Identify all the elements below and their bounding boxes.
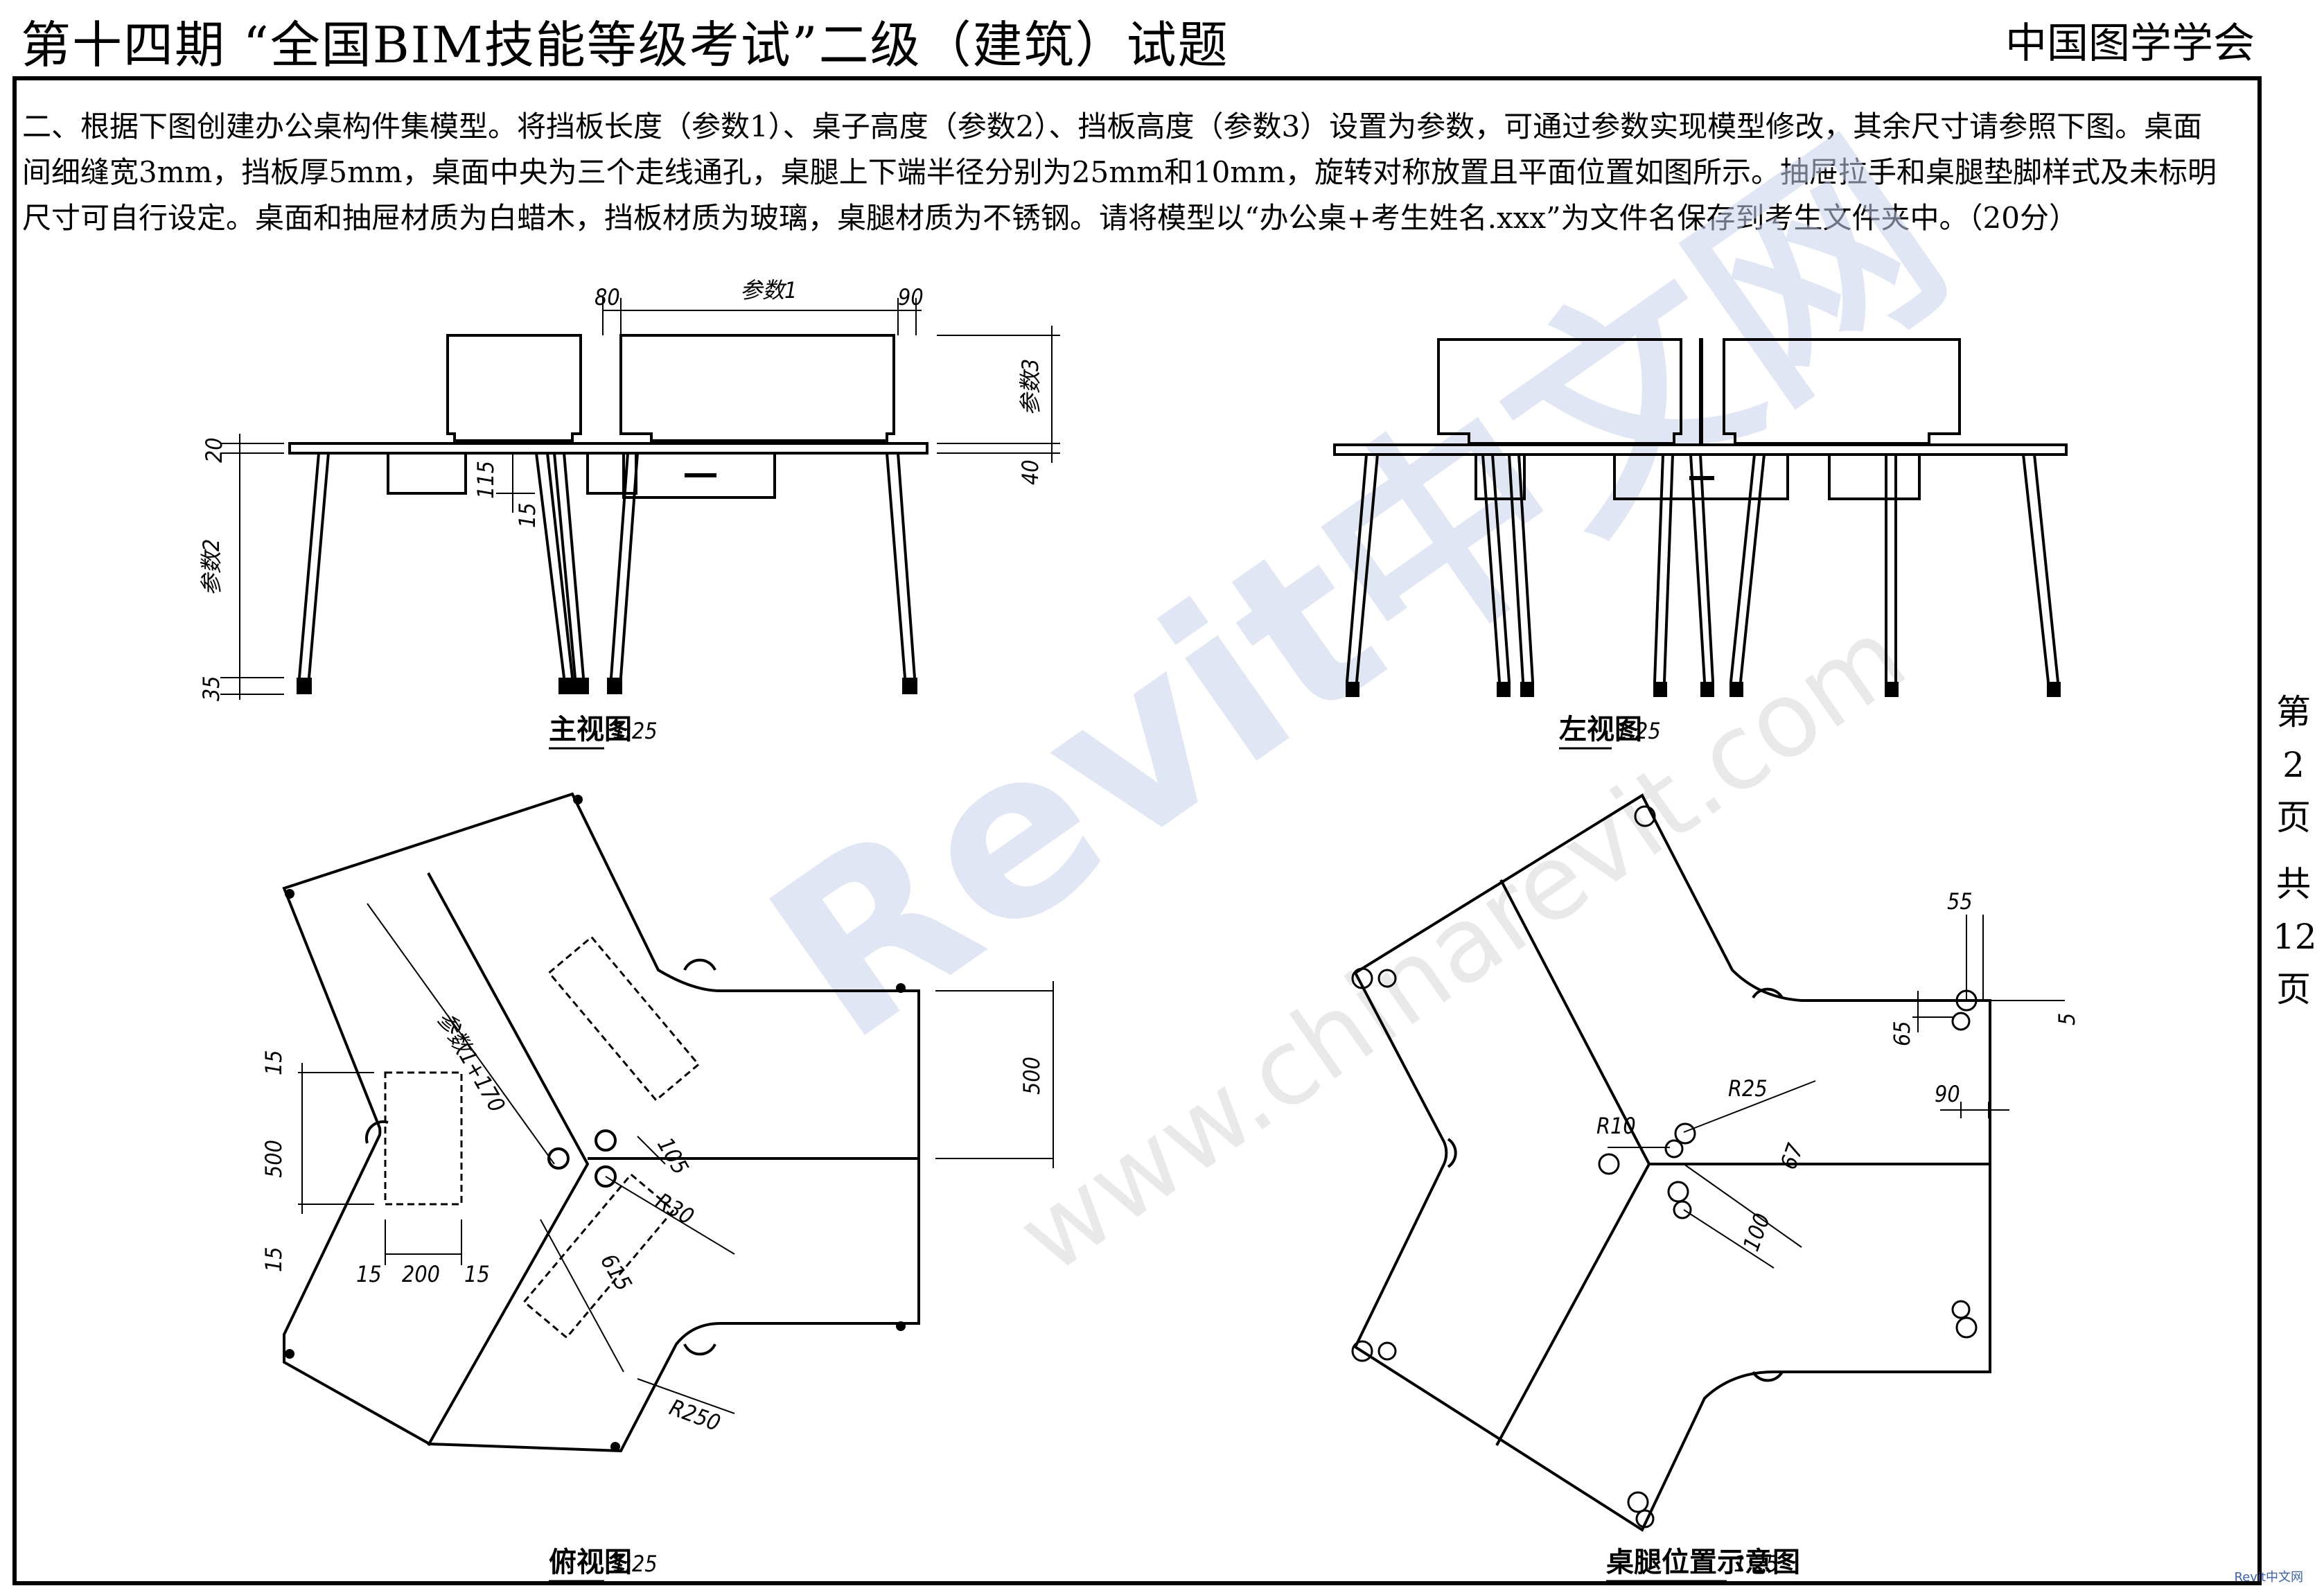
page-indicator-char: 页: [2276, 969, 2311, 1010]
corner-logo: Revit中文网: [2234, 1570, 2303, 1585]
dim-90: 90: [898, 284, 924, 310]
front-leg: [610, 452, 639, 678]
dim-r30: R30: [651, 1188, 698, 1230]
dim-500-left: 500: [261, 1140, 287, 1178]
dim-80: 80: [595, 284, 620, 310]
legs-view-scale: 1:25: [1734, 1551, 1779, 1577]
page-indicator-char: 页: [2276, 798, 2311, 838]
question-text: 二、根据下图创建办公桌构件集模型。将挡板长度（参数1）、桌子高度（参数2）、挡板…: [22, 109, 2217, 235]
side-view-scale: 1:25: [1616, 718, 1661, 744]
top-drawer-left: [384, 1071, 463, 1206]
front-leg-foot: [574, 678, 589, 694]
leg-layout-view: 55 65 5 90 R25 R10 67 100: [1351, 793, 2080, 1532]
dim-param2: 参数2: [198, 539, 225, 596]
page-indicator: 第 2 页 共 12 页: [2273, 686, 2317, 1016]
dim-65: 65: [1889, 1021, 1915, 1046]
dim-15: 15: [514, 502, 540, 528]
front-view: 80 参数1 90 参数3 40 20 115 15 参数2 35: [198, 277, 1060, 701]
top-drawer-upper: [547, 935, 701, 1102]
dim-15-right: 15: [464, 1261, 490, 1287]
top-drawer-lower: [522, 1173, 676, 1339]
dim-500-right: 500: [1019, 1057, 1045, 1095]
front-leg-foot: [607, 678, 622, 694]
leg-marker: [1351, 805, 1978, 1528]
top-seam-left: [427, 872, 590, 1446]
dim-615: 615: [595, 1249, 637, 1296]
front-leg-foot: [558, 678, 574, 694]
front-panel-left: [446, 334, 582, 442]
drawing-frame: [12, 76, 2262, 1585]
dim-90-legs: 90: [1935, 1081, 1960, 1107]
page-title: 第十四期 “全国BIM技能等级考试”二级（建筑）试题: [21, 16, 1229, 74]
front-drawer-left: [387, 452, 467, 495]
dim-35: 35: [198, 676, 225, 701]
organization-name: 中国图学学会: [2005, 19, 2255, 68]
side-view-caption: 左视图: [1559, 714, 1642, 746]
dim-param1: 参数1: [740, 277, 797, 303]
dim-105: 105: [652, 1133, 694, 1179]
dim-r10: R10: [1596, 1113, 1636, 1139]
dim-15-top: 15: [261, 1050, 287, 1075]
dim-55: 55: [1947, 888, 1973, 915]
top-view-caption: 俯视图: [549, 1546, 632, 1578]
front-leg-foot: [297, 678, 312, 694]
legs-view-caption: 桌腿位置示意图: [1606, 1546, 1800, 1578]
dim-param3: 参数3: [1017, 359, 1044, 416]
front-leg-foot: [902, 678, 917, 694]
page-indicator-char: 共: [2276, 864, 2311, 904]
dim-40: 40: [1017, 459, 1044, 485]
front-drawer-mid: [586, 452, 637, 495]
front-leg: [535, 452, 574, 678]
dim-200: 200: [402, 1261, 440, 1287]
dim-param1-170: 参数1+170: [432, 1007, 511, 1117]
page-indicator-char: 第: [2276, 692, 2311, 732]
dim-15-bottom: 15: [261, 1246, 287, 1272]
front-view-caption: 主视图: [549, 714, 632, 746]
top-desk-outline: [282, 792, 920, 1453]
dim-5: 5: [2054, 1013, 2080, 1025]
dim-20: 20: [201, 437, 227, 463]
legs-desk-outline: [1353, 793, 1991, 1532]
dim-100: 100: [1738, 1210, 1775, 1255]
top-view-scale: 1:25: [613, 1551, 658, 1577]
page-indicator-total: 12: [2273, 917, 2317, 957]
dim-r250: R250: [666, 1394, 723, 1436]
page-indicator-current: 2: [2282, 745, 2305, 785]
front-leg: [886, 452, 916, 678]
front-leg: [298, 452, 330, 678]
front-panel-right: [619, 334, 895, 442]
watermark-brand: Revit中文网: [726, 97, 1988, 1091]
front-view-scale: 1:25: [613, 718, 658, 744]
dim-67: 67: [1775, 1140, 1808, 1173]
front-leg: [553, 452, 585, 678]
dim-r25: R25: [1728, 1075, 1768, 1102]
front-desktop: [288, 442, 928, 455]
dim-115: 115: [473, 461, 499, 499]
front-drawer-right: [622, 452, 776, 499]
side-view: [1333, 338, 2068, 697]
dim-15-left: 15: [356, 1261, 382, 1287]
